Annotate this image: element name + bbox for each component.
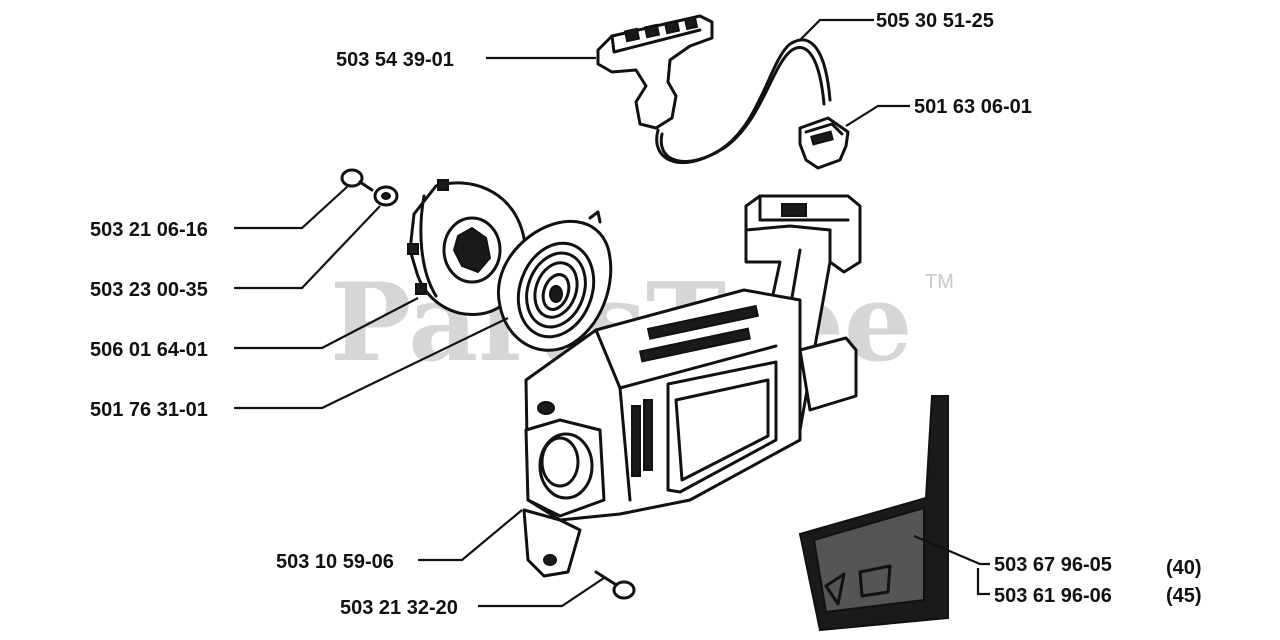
part-number-pulley: 506 01 64-01 (90, 339, 208, 361)
washer-drawing[interactable] (373, 185, 399, 207)
part-number-screw-bottom: 503 21 32-20 (340, 597, 458, 619)
part-number-rope: 505 30 51-25 (876, 10, 994, 32)
part-number-spring: 501 76 31-01 (90, 399, 208, 421)
leader-lines (234, 18, 990, 608)
rope-guide-drawing[interactable] (798, 116, 850, 170)
variant-label-45: (45) (1166, 585, 1202, 607)
starter-rope-drawing[interactable] (655, 38, 832, 165)
screw-bottom-drawing[interactable] (594, 570, 636, 600)
starter-handle-drawing[interactable] (596, 14, 714, 130)
variant-label-40: (40) (1166, 557, 1202, 579)
part-number-housing: 503 10 59-06 (276, 551, 394, 573)
part-number-decal-40: 503 67 96-05 (994, 554, 1112, 576)
part-number-rope-guide: 501 63 06-01 (914, 96, 1032, 118)
recoil-spring-drawing[interactable] (497, 210, 613, 352)
screw-top-drawing[interactable] (340, 168, 374, 192)
starter-housing-drawing[interactable] (522, 194, 862, 578)
watermark-tm: TM (925, 271, 954, 293)
part-number-decal-45: 503 61 96-06 (994, 585, 1112, 607)
part-number-screw-top: 503 21 06-16 (90, 219, 208, 241)
part-number-washer: 503 23 00-35 (90, 279, 208, 301)
part-labels: 503 54 39-01 505 30 51-25 501 63 06-01 5… (90, 10, 1202, 619)
decal-drawing[interactable] (798, 395, 949, 632)
part-number-handle: 503 54 39-01 (336, 49, 454, 71)
